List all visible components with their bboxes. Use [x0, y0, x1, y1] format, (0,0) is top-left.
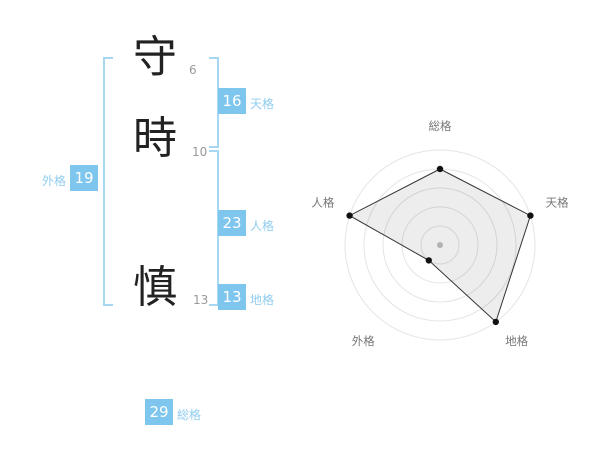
- stroke-count-3: 13: [193, 293, 209, 307]
- radar-axis-label: 人格: [311, 196, 334, 210]
- stroke-count-1: 6: [189, 63, 197, 77]
- soukaku-label: 総格: [177, 408, 202, 422]
- chikaku-value-box: 13: [218, 284, 246, 310]
- name-char-1: 守: [133, 32, 177, 83]
- radar-vertex-dot: [346, 212, 353, 219]
- stroke-count-2: 10: [192, 145, 208, 159]
- radar-grid-ring: [382, 187, 498, 303]
- radar-center-dot: [437, 242, 443, 248]
- soukaku-value-box: 29: [145, 399, 173, 425]
- radar-axis-label: 総格: [429, 119, 452, 133]
- radar-vertex-dot: [436, 165, 444, 173]
- radar-grid-ring: [420, 225, 460, 265]
- jinkaku-label: 人格: [250, 219, 275, 233]
- gaikaku-value-box: 19: [70, 165, 98, 191]
- tenkaku-value-box: 16: [218, 88, 246, 114]
- radar-axis-label: 外格: [352, 334, 375, 348]
- radar-vertex-dot: [492, 318, 499, 326]
- radar-axis-label: 地格: [505, 334, 528, 348]
- name-char-2: 時: [133, 113, 177, 164]
- radar-axis-label: 天格: [546, 196, 569, 210]
- radar-vertex-dot: [527, 212, 534, 219]
- gaikaku-label: 外格: [42, 174, 67, 188]
- jinkaku-value-box: 23: [218, 210, 246, 236]
- radar-grid-ring: [344, 149, 536, 341]
- chikaku-label: 地格: [250, 293, 275, 307]
- name-char-3: 慎: [133, 262, 177, 313]
- tenkaku-label: 天格: [250, 97, 275, 111]
- gaikaku-bracket: [103, 57, 113, 306]
- radar-vertex-dot: [425, 257, 432, 264]
